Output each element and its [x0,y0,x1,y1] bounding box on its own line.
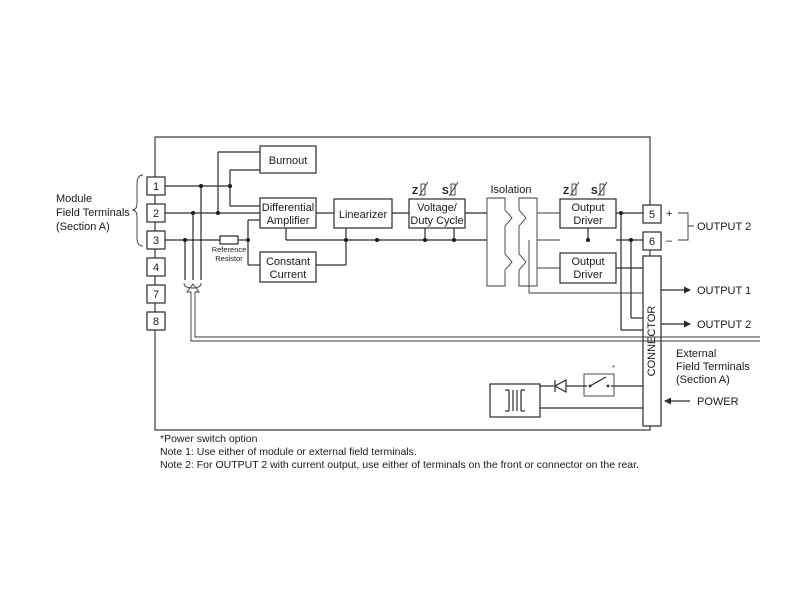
svg-text:S: S [591,186,598,197]
terminal-2: 2 [146,203,166,223]
terminal-8: 8 [146,311,166,331]
svg-text:Driver: Driver [573,269,603,281]
output-1-label: OUTPUT 1 [697,285,751,297]
junction-dot [183,238,187,242]
junction-dot [375,238,379,242]
junction-dot [246,238,250,242]
linearizer-block: Linearizer [333,198,393,229]
svg-text:Amplifier: Amplifier [267,215,310,227]
output-2-label: OUTPUT 2 [697,221,751,233]
terminal-label: 7 [153,289,159,301]
junction-dot [423,238,427,242]
external-input-arrow [186,283,760,342]
span-adjust-output: S [591,181,608,197]
voltage-duty-cycle-block: Voltage/ Duty Cycle [408,198,466,229]
terminal-label: 4 [153,262,159,274]
terminal-label: 8 [153,316,159,328]
junction-dot [191,211,195,215]
reference-resistor-label: Reference [212,245,247,254]
svg-text:Z: Z [412,186,418,197]
minus-sign: – [666,235,673,247]
svg-text:Driver: Driver [573,215,603,227]
reference-resistor-label: Resistor [215,254,243,263]
terminal-7: 7 [146,284,166,304]
junction-dot [216,211,220,215]
terminal-label: 2 [153,208,159,220]
zero-adjust-output: Z [563,181,580,197]
zero-adjust-voltage: Z [412,181,429,197]
junction-dot [452,238,456,242]
output-driver-block: Output Driver [559,252,617,284]
output-driver-block: Output Driver [559,198,617,229]
input-wiring [165,151,260,289]
svg-text:S: S [442,186,449,197]
note-1: Note 1: Use either of module or external… [160,446,417,458]
junction-dot [619,211,623,215]
terminal-4: 4 [146,257,166,277]
isolation-barrier [486,197,643,294]
constant-current-block: Constant Current [259,251,317,283]
junction-dot [629,238,633,242]
note-power-switch: *Power switch option [160,433,258,445]
svg-text:Voltage/: Voltage/ [417,202,458,214]
isolation-label: Isolation [491,184,532,196]
terminal-label: 5 [649,209,655,221]
terminal-label: 3 [153,235,159,247]
module-terminals-label: Field Terminals [56,207,130,219]
svg-text:Output: Output [571,256,604,268]
terminal-label: 6 [649,236,655,248]
terminal-1: 1 [146,176,166,196]
power-label: POWER [697,396,739,408]
svg-text:Z: Z [563,186,569,197]
svg-text:Linearizer: Linearizer [339,209,388,221]
differential-amplifier-block: Differential Amplifier [259,197,317,229]
plus-sign: + [666,208,672,220]
junction-dot [344,238,348,242]
power-switch [583,373,615,397]
module-terminals-label: Module [56,193,92,205]
output-2-bracket [678,212,694,241]
module-terminals-brace [131,174,144,247]
svg-text:Output: Output [571,202,604,214]
terminal-3: 3 [146,230,166,250]
power-switch-asterisk: * [612,363,615,372]
external-terminals-label: Field Terminals [676,361,750,373]
svg-text:Burnout: Burnout [269,155,308,167]
note-2: Note 2: For OUTPUT 2 with current output… [160,459,639,471]
span-adjust-voltage: S [442,181,459,197]
junction-dot [199,184,203,188]
junction-dot [586,238,590,242]
power-supply-transformer [489,383,541,418]
svg-text:Duty Cycle: Duty Cycle [410,215,463,227]
terminal-5: 5 [642,204,662,224]
notes: *Power switch option Note 1: Use either … [160,433,639,472]
power-wiring [540,385,643,409]
svg-text:Differential: Differential [262,202,314,214]
output-2-connector-label: OUTPUT 2 [697,319,751,331]
burnout-block: Burnout [259,145,317,174]
external-terminals-label: External [676,348,716,360]
terminal-label: 1 [153,181,159,193]
svg-text:Current: Current [270,269,307,281]
module-terminals-label: (Section A) [56,221,110,233]
diode-icon [553,378,567,394]
svg-text:Constant: Constant [266,256,310,268]
terminal-6: 6 [642,231,662,251]
external-terminals-label: (Section A) [676,374,730,386]
junction-dot [228,184,232,188]
